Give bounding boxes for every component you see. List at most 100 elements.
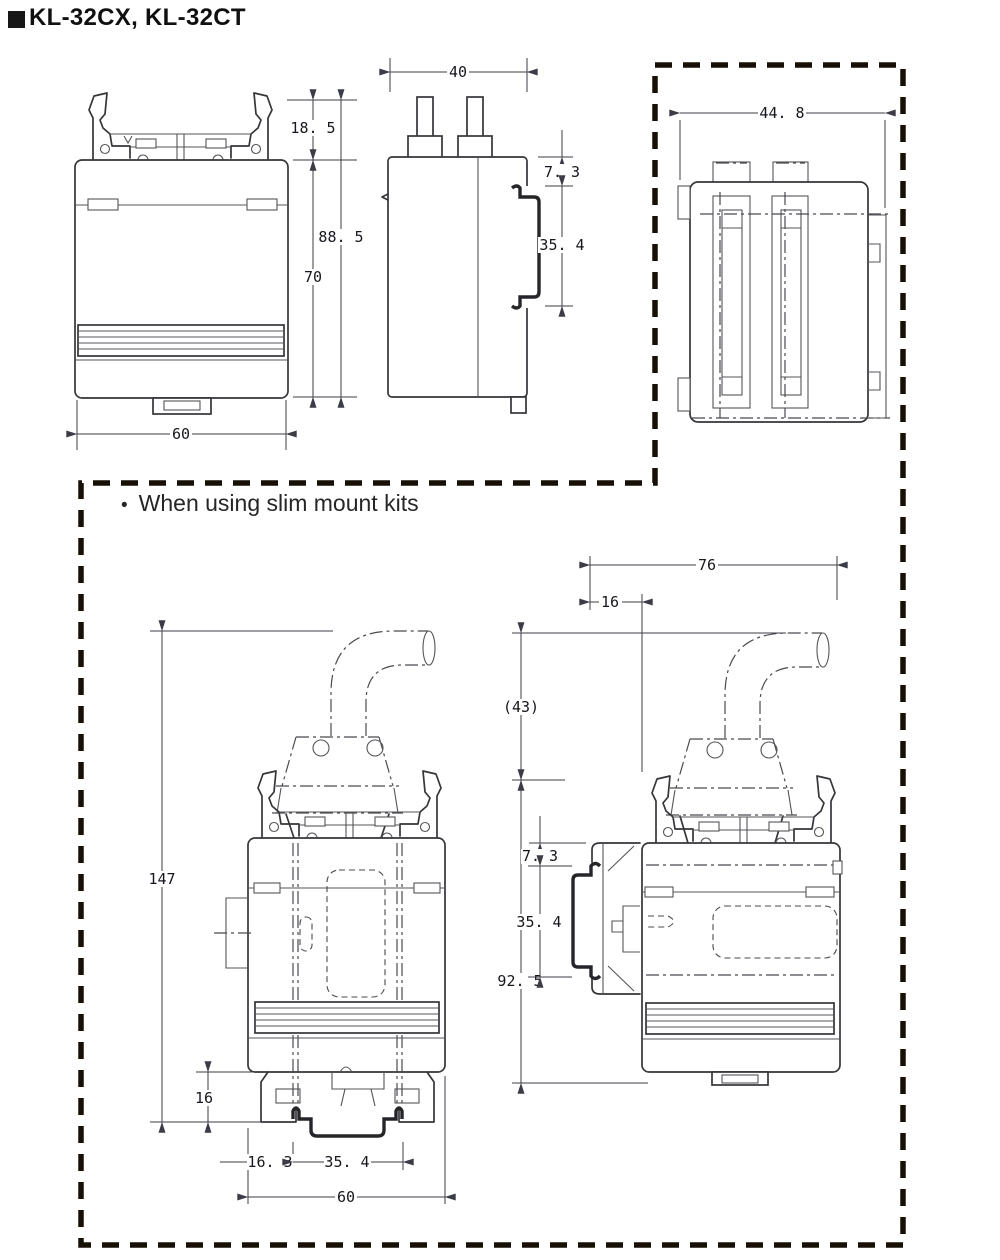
dim-kit-depth: 16 <box>601 593 619 611</box>
screw-hole <box>268 821 280 833</box>
mount-bracket <box>591 976 641 995</box>
page-title: KL-32CX, KL-32CT <box>8 4 246 32</box>
terminal-detail <box>304 816 326 827</box>
hood-screw-hole <box>312 739 330 757</box>
bracket-hook <box>868 371 881 391</box>
note-text: When using slim mount kits <box>138 490 419 516</box>
mount-kit-left-wing <box>260 1071 297 1123</box>
rail-bracket-outline <box>868 214 887 419</box>
mount-kit-step <box>275 1088 301 1104</box>
latch <box>413 882 441 894</box>
hood-side <box>393 787 399 814</box>
dim-rail-offset: 7. 3 <box>522 847 558 865</box>
unit-body-outline <box>689 181 869 423</box>
dim-label-bg <box>193 1090 216 1106</box>
mount-kit-step <box>394 1088 420 1104</box>
hood-side <box>670 789 676 816</box>
dim-width: 60 <box>337 1188 355 1206</box>
detail-line <box>340 1088 346 1107</box>
mount-kit-right-wing <box>398 1071 435 1123</box>
connector-slot-inner <box>780 209 802 396</box>
cable-inner <box>759 666 822 738</box>
dim-label-bg <box>501 699 541 715</box>
bracket-notch <box>611 920 623 933</box>
dim-label-bg <box>696 557 718 573</box>
detail-arc <box>306 832 318 839</box>
dim-body-height: 70 <box>304 268 322 286</box>
dim-width: 60 <box>172 425 190 443</box>
connector-slot-outer <box>712 195 751 409</box>
unit-body-outline <box>247 837 446 1073</box>
din-clip-left <box>651 775 694 844</box>
terminal-base <box>457 135 493 159</box>
mount-bracket <box>591 842 641 863</box>
dim-rail-width: 35. 4 <box>324 1153 369 1171</box>
bracket-notch <box>622 905 640 953</box>
detail-arc <box>137 154 149 161</box>
mount-kit-bridge <box>331 1072 385 1090</box>
terminal-rib-block <box>254 1001 440 1034</box>
terminal-detail <box>135 138 157 149</box>
slim-side-view-drawing: 76 16 (43) 92. 5 7. 3 35. 4 <box>497 556 848 1094</box>
dim-label-bg <box>516 914 563 930</box>
detail-arc <box>775 837 787 844</box>
dim-label-bg <box>447 64 469 80</box>
dim-label-bg <box>146 871 179 887</box>
dashed-region-border <box>78 62 906 1248</box>
dim-label-bg <box>542 164 582 179</box>
din-rail-profile <box>291 1106 404 1138</box>
latch <box>87 198 119 211</box>
cable-outer <box>330 630 428 736</box>
side-view-drawing: 40 7. 3 35. 4 <box>379 58 586 414</box>
slim-front-view-drawing: 147 16 16. 3 35. 4 60 <box>146 620 456 1206</box>
hood-side <box>281 736 297 787</box>
terminal-rib-block <box>645 1002 835 1035</box>
hood-side <box>787 789 793 816</box>
terminal-rib-block <box>77 324 285 357</box>
connector-slot-inner <box>721 209 743 396</box>
unit-body-outline <box>74 159 289 399</box>
bottom-foot-inner <box>721 1074 759 1084</box>
din-clip-right <box>793 775 836 844</box>
dim-depth: 40 <box>449 63 467 81</box>
hood-screw-hole <box>366 739 384 757</box>
hood-screw-hole <box>760 741 778 759</box>
bottom-foot-inner <box>163 400 201 411</box>
dim-rail-height: 35. 4 <box>539 236 584 254</box>
detail-line <box>607 845 635 872</box>
dim-label-bg <box>324 1154 371 1170</box>
dim-rail-offset: 16. 3 <box>247 1153 292 1171</box>
connector-slot-outer <box>771 195 809 409</box>
hood-base <box>285 813 295 839</box>
hood-side <box>276 787 282 814</box>
dim-label-bg <box>302 269 324 285</box>
dim-kit-height: 16 <box>195 1089 213 1107</box>
latch <box>644 886 674 898</box>
dim-label-bg <box>599 594 622 610</box>
detail-arc <box>212 154 224 161</box>
hood-side <box>772 738 788 789</box>
section-marker-icon <box>8 10 25 28</box>
dim-overall-depth: 44. 8 <box>759 104 804 122</box>
bullet-icon: • <box>121 495 128 516</box>
terminal-detail <box>768 821 790 832</box>
dim-label-bg <box>289 120 337 136</box>
dim-clip-height: 18. 5 <box>290 119 335 137</box>
hidden-detail <box>299 916 313 952</box>
detail-arc <box>700 837 712 844</box>
screw-hole <box>419 821 431 833</box>
dim-cable-height: (43) <box>503 698 539 716</box>
hood-screw-hole <box>706 741 724 759</box>
cable-end <box>816 632 830 668</box>
latch <box>805 886 835 898</box>
dim-label-bg <box>170 426 192 442</box>
latch <box>253 882 281 894</box>
cable-inner <box>365 664 428 736</box>
detail-line <box>370 1088 376 1107</box>
detail-arc <box>381 832 393 839</box>
screw-hole <box>250 143 262 155</box>
side-hook <box>381 193 389 201</box>
screw-hole <box>662 826 674 838</box>
top-tab <box>712 161 751 183</box>
